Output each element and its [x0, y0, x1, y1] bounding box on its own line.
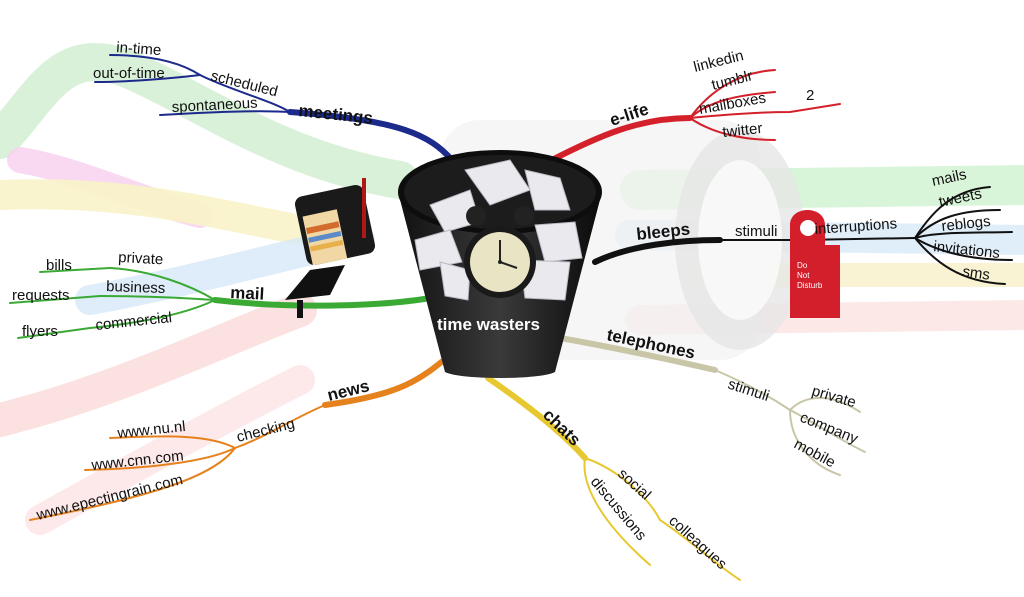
e-life-item-2: tumblr — [710, 67, 755, 94]
e-life-branch — [545, 115, 693, 165]
news-branch — [322, 352, 453, 408]
bleeps-stimuli-label: stimuli — [735, 223, 778, 240]
bleeps-item-3: reblogs — [941, 213, 992, 235]
meetings-label: meetings — [298, 101, 374, 128]
chats-label: chats — [539, 405, 584, 450]
colleagues-label: colleagues — [665, 512, 730, 573]
mail-flyers-label: flyers — [22, 323, 58, 340]
interruptions-label: interruptions — [814, 215, 898, 238]
meetings-branch — [287, 109, 455, 163]
bleeps-item-1: mails — [930, 166, 968, 190]
telephones-item-1: private — [810, 383, 858, 412]
telephones-item-3: mobile — [791, 436, 838, 472]
in-time-label: in-time — [116, 39, 162, 59]
mail-requests-label: requests — [12, 287, 70, 304]
main-branches — [212, 109, 723, 461]
sign-line-2: Not — [797, 271, 810, 280]
mailbox-icon — [285, 178, 376, 318]
door-hanger-icon: Do Not Disturb — [790, 210, 840, 318]
e-life-item-4: twitter — [722, 120, 764, 141]
out-of-time-label: out-of-time — [93, 65, 165, 82]
mail-commercial-label: commercial — [95, 309, 173, 334]
telephones-branch — [557, 335, 718, 373]
chats-branch — [485, 375, 588, 461]
bleeps-branch — [592, 237, 723, 265]
e-life-count: 2 — [806, 87, 814, 104]
mail-label: mail — [230, 283, 265, 304]
mail-business-label: business — [106, 278, 166, 297]
wastebasket-icon — [398, 150, 602, 378]
sign-line-1: Do — [797, 261, 808, 270]
telephones-stimuli-label: stimuli — [726, 376, 772, 405]
bleeps-item-4: invitations — [933, 238, 1001, 262]
mail-private-label: private — [118, 249, 164, 268]
alarm-clock-icon — [464, 206, 536, 298]
center-label: time wasters — [437, 315, 540, 334]
mail-bills-label: bills — [46, 257, 72, 274]
spontaneous-label: spontaneous — [171, 95, 258, 116]
mail-branch — [212, 295, 433, 309]
sign-line-3: Disturb — [797, 281, 823, 290]
bleeps-item-5: sms — [961, 263, 991, 284]
